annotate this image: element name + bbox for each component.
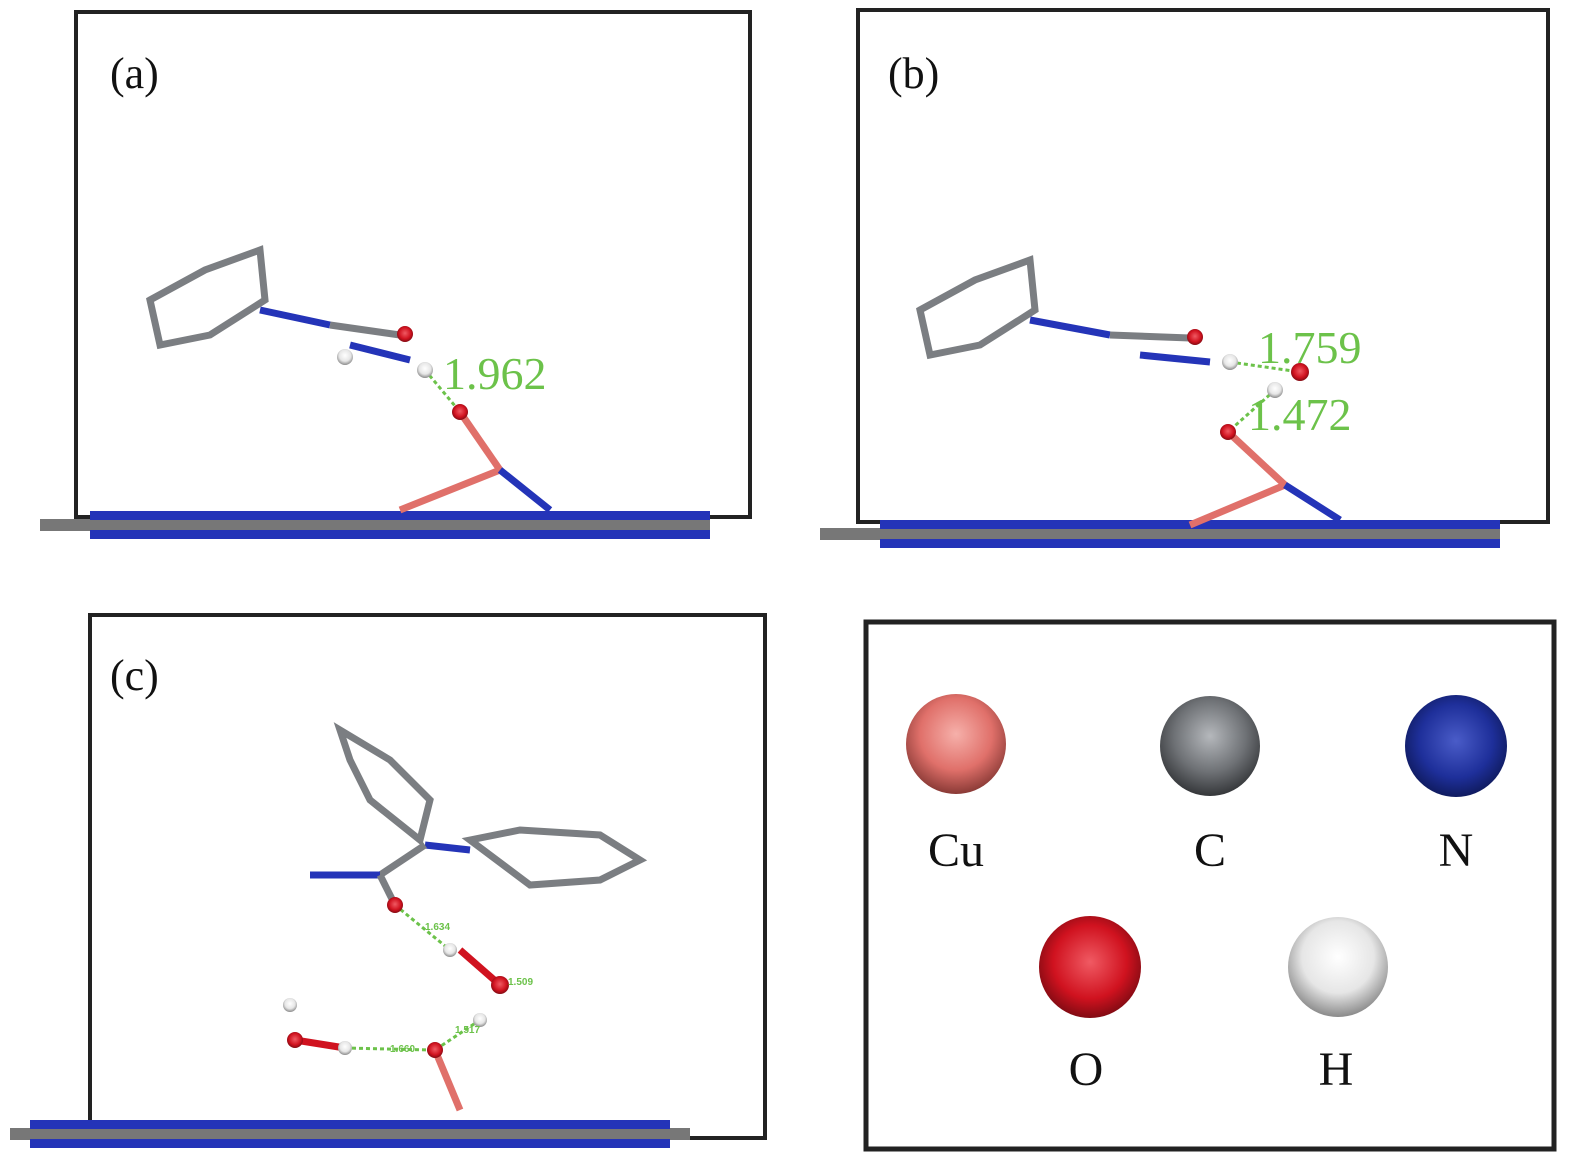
distance-label: 1.962 bbox=[443, 348, 547, 399]
panel-label: (b) bbox=[888, 49, 939, 98]
h-atom-icon bbox=[1288, 917, 1388, 1017]
cell-box bbox=[74, 10, 752, 519]
panel-b: (b) 1.759 1.472 bbox=[820, 8, 1550, 548]
substrate bbox=[820, 520, 1500, 548]
molecule bbox=[916, 255, 1342, 529]
legend-box bbox=[863, 619, 1557, 1152]
panel-label: (a) bbox=[110, 49, 159, 98]
substrate bbox=[40, 511, 710, 539]
legend-label-cu: Cu bbox=[928, 824, 984, 877]
distance-label: 1.660 bbox=[390, 1044, 415, 1055]
cell-box bbox=[88, 613, 767, 1140]
legend: Cu C N O H bbox=[863, 619, 1557, 1152]
distance-label: 1.509 bbox=[508, 977, 533, 988]
cu-atom-icon bbox=[906, 694, 1006, 794]
panel-label: (c) bbox=[110, 651, 159, 700]
panel-c: (c) 1.634 1.509 1.517 bbox=[10, 613, 767, 1148]
legend-label-h: H bbox=[1319, 1043, 1354, 1096]
distance-label: 1.759 bbox=[1258, 322, 1362, 373]
molecule bbox=[146, 245, 553, 514]
legend-label-c: C bbox=[1194, 824, 1226, 877]
molecule bbox=[294, 722, 648, 1112]
distance-label: 1.472 bbox=[1248, 389, 1352, 440]
o-atom-icon bbox=[1039, 916, 1141, 1018]
legend-label-o: O bbox=[1069, 1043, 1104, 1096]
distance-label: 1.517 bbox=[455, 1025, 480, 1036]
substrate bbox=[10, 1120, 690, 1148]
panel-a: (a) 1.962 bbox=[40, 10, 752, 539]
n-atom-icon bbox=[1405, 695, 1507, 797]
cell-box bbox=[856, 8, 1550, 524]
c-atom-icon bbox=[1160, 696, 1260, 796]
distance-label: 1.634 bbox=[425, 922, 450, 933]
legend-label-n: N bbox=[1439, 824, 1474, 877]
